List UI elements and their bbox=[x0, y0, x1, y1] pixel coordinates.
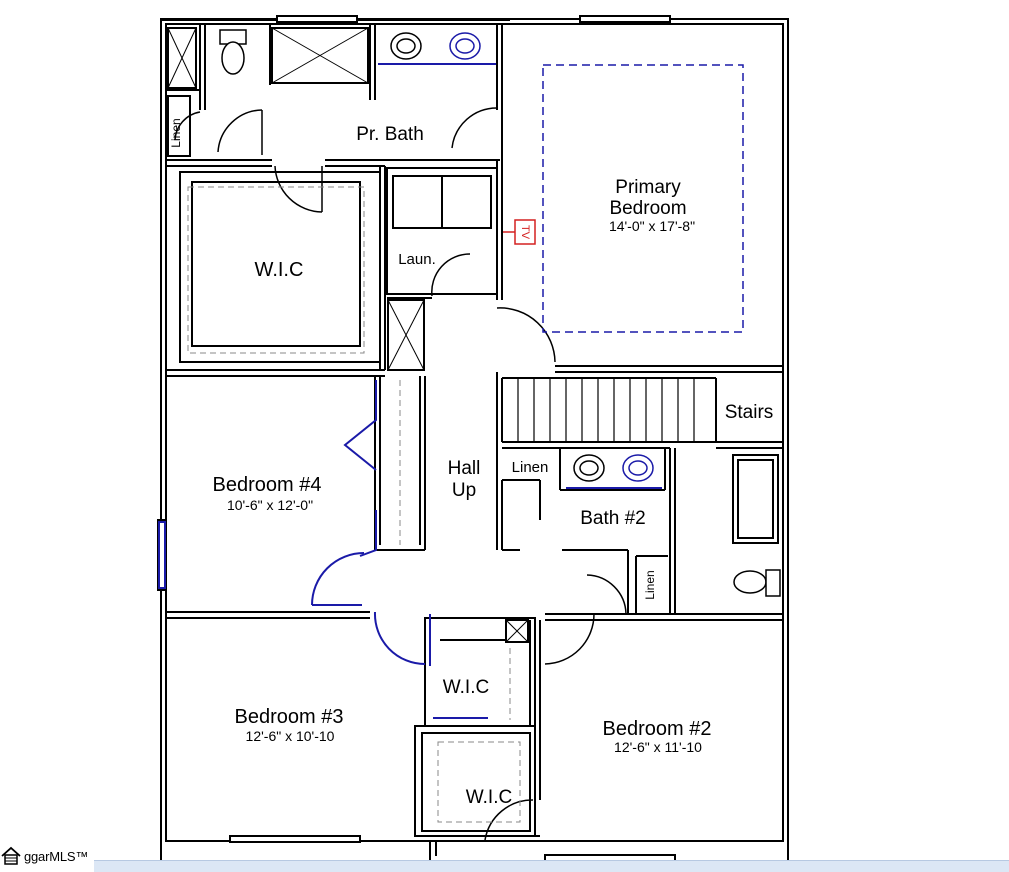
linen-primary-label: Linen bbox=[169, 118, 183, 147]
pr-bath-label: Pr. Bath bbox=[356, 124, 424, 145]
walls bbox=[157, 15, 789, 863]
primary-bedroom-label-2: Bedroom bbox=[609, 198, 686, 219]
linen-bath2-label: Linen bbox=[643, 570, 657, 599]
stairs-label: Stairs bbox=[725, 402, 774, 423]
primary-bedroom-label-1: Primary bbox=[615, 177, 681, 198]
watermark-text: ggarMLS™ bbox=[24, 848, 89, 864]
bedroom3-label: Bedroom #3 bbox=[235, 706, 344, 728]
hall-label-2: Up bbox=[452, 480, 476, 501]
mls-watermark: ggarMLS™ bbox=[0, 842, 88, 870]
bedroom4-label: Bedroom #4 bbox=[213, 474, 322, 496]
wic-primary-label: W.I.C bbox=[255, 259, 304, 281]
tv-marker: TV bbox=[503, 219, 536, 245]
hall-label-1: Hall bbox=[448, 458, 481, 479]
home-icon bbox=[1, 846, 21, 865]
wic-bed2-label: W.I.C bbox=[466, 787, 512, 808]
wic-bed3-label: W.I.C bbox=[443, 677, 489, 698]
primary-bedroom-dims: 14'-0" x 17'-8" bbox=[609, 218, 695, 234]
blue-fixtures bbox=[158, 63, 662, 719]
door-swings bbox=[174, 107, 627, 841]
room-labels: Pr. Bath Primary Bedroom 14'-0" x 17'-8"… bbox=[169, 118, 773, 808]
bedroom4-dims: 10'-6" x 12'-0" bbox=[227, 497, 313, 513]
tv-label: TV bbox=[519, 225, 531, 240]
bath2-label: Bath #2 bbox=[580, 508, 646, 529]
bedroom3-dims: 12'-6" x 10'-10 bbox=[246, 728, 335, 744]
linen-hall-label: Linen bbox=[512, 459, 549, 476]
laundry-label: Laun. bbox=[398, 251, 436, 268]
bedroom2-dims: 12'-6" x 11'-10 bbox=[614, 739, 702, 755]
bottom-bar bbox=[94, 860, 1009, 872]
bedroom2-label: Bedroom #2 bbox=[603, 718, 712, 740]
plumbing-fixtures bbox=[219, 29, 781, 597]
stair-treads bbox=[517, 378, 695, 442]
dashed-lines bbox=[187, 64, 744, 823]
